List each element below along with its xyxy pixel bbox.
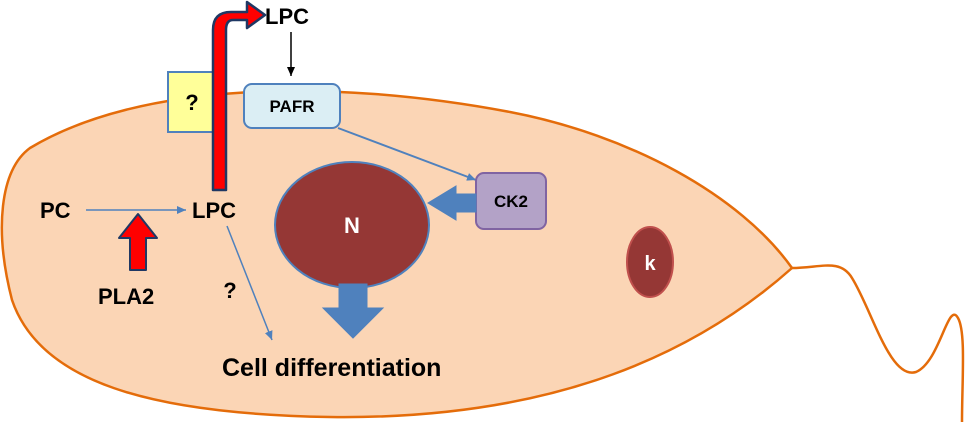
lpc-outside-label: LPC	[265, 4, 309, 29]
unknown-path-label: ?	[223, 278, 236, 303]
lpc-export-arrow	[211, 0, 267, 192]
pc-label: PC	[40, 198, 71, 223]
kinetoplast	[626, 226, 674, 298]
pla2-up-arrow	[118, 213, 158, 271]
pafr-to-ck2-arrow	[337, 127, 477, 181]
ck2-to-nucleus-arrow	[427, 185, 477, 221]
unknown-transporter-label: ?	[185, 90, 198, 115]
cell-differentiation-label: Cell differentiation	[222, 354, 441, 382]
pla2-label: PLA2	[98, 284, 154, 309]
nucleus-label: N	[344, 213, 360, 238]
pafr-box	[243, 83, 341, 129]
lpc-to-differentiation-arrow	[226, 225, 273, 341]
pafr-label: PAFR	[269, 97, 314, 116]
nucleus-down-arrow	[321, 283, 385, 339]
ck2-label: CK2	[494, 192, 528, 211]
lpc-inside-label: LPC	[192, 198, 236, 223]
flagellum	[791, 264, 965, 423]
kinetoplast-label: k	[644, 253, 656, 275]
